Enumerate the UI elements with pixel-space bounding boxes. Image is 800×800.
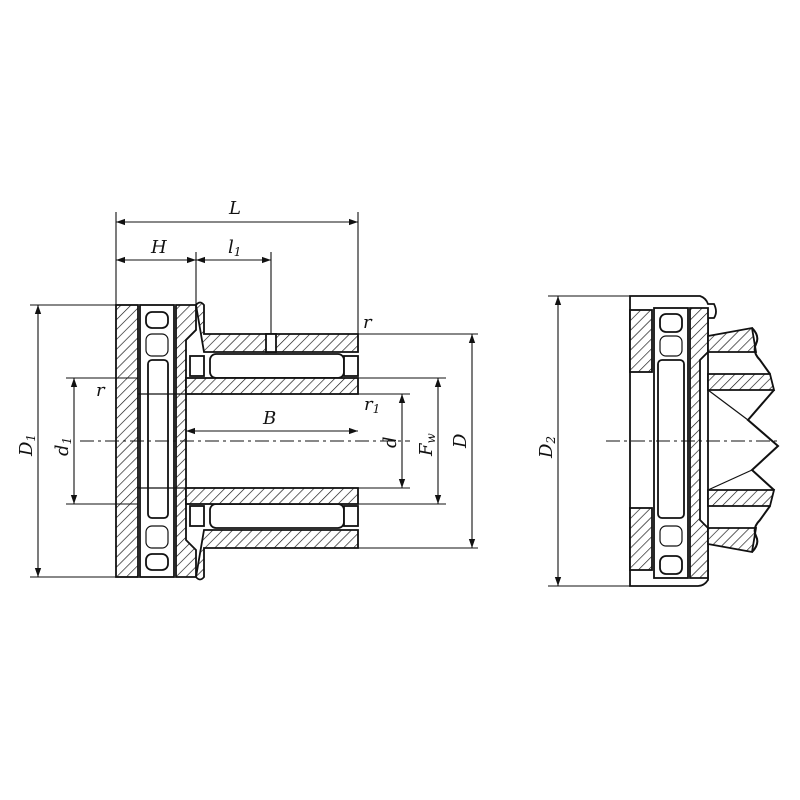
dimensions-left: L H l1 r r r1 B D1 d1 d F xyxy=(16,198,478,578)
label-D: D xyxy=(450,433,471,449)
right-ball-bottom xyxy=(659,555,683,575)
cage-end-top-right xyxy=(343,355,359,377)
right-inner-bottom xyxy=(707,489,776,507)
bore-line-right-bottom xyxy=(707,469,753,491)
label-l1: l1 xyxy=(228,237,241,259)
thrust-ball-bottom xyxy=(145,553,169,571)
right-ball-bottom-2 xyxy=(659,525,683,547)
cage-end-top-left xyxy=(189,355,205,377)
dimensions-right: D2 xyxy=(536,295,630,587)
right-ball-top-2 xyxy=(659,335,683,357)
label-d1: d1 xyxy=(52,437,74,456)
cage-end-bottom-right xyxy=(343,505,359,527)
inner-ring-top xyxy=(185,377,359,395)
label-Fw: Fw xyxy=(416,433,438,458)
label-r-left: r xyxy=(96,380,106,401)
inner-ring-bottom xyxy=(185,487,359,505)
label-B: B xyxy=(262,408,276,429)
cage-end-bottom-left xyxy=(189,505,205,527)
thrust-cage-window xyxy=(147,359,169,519)
label-d: d xyxy=(380,436,401,448)
right-washer-inner xyxy=(689,307,709,579)
outer-ring-bottom xyxy=(195,529,359,581)
break-line-mid xyxy=(746,389,780,491)
needle-roller-top xyxy=(209,353,345,379)
right-ring-top xyxy=(707,326,758,353)
thrust-ball-top-2 xyxy=(145,333,169,357)
right-inner-top xyxy=(707,373,776,391)
right-section-view xyxy=(606,295,780,587)
break-line-top xyxy=(751,327,771,375)
label-D2: D2 xyxy=(536,436,558,459)
right-ball-top xyxy=(659,313,683,333)
bore-line-right-top xyxy=(707,389,749,421)
label-r1: r1 xyxy=(364,394,380,416)
right-washer-top xyxy=(629,309,653,373)
thrust-ball-top xyxy=(145,311,169,329)
thrust-ball-bottom-2 xyxy=(145,525,169,549)
label-L: L xyxy=(228,198,241,219)
label-H: H xyxy=(150,237,167,258)
right-cage-window xyxy=(657,359,685,519)
outer-ring-top xyxy=(195,301,359,353)
label-r-top: r xyxy=(363,312,373,333)
label-D1: D1 xyxy=(16,434,38,457)
right-ring-bottom xyxy=(707,527,758,554)
lube-hole xyxy=(265,333,277,353)
break-line-bottom xyxy=(751,505,771,553)
right-washer-bottom xyxy=(629,507,653,571)
needle-roller-bottom xyxy=(209,503,345,529)
left-section-view xyxy=(80,301,410,581)
